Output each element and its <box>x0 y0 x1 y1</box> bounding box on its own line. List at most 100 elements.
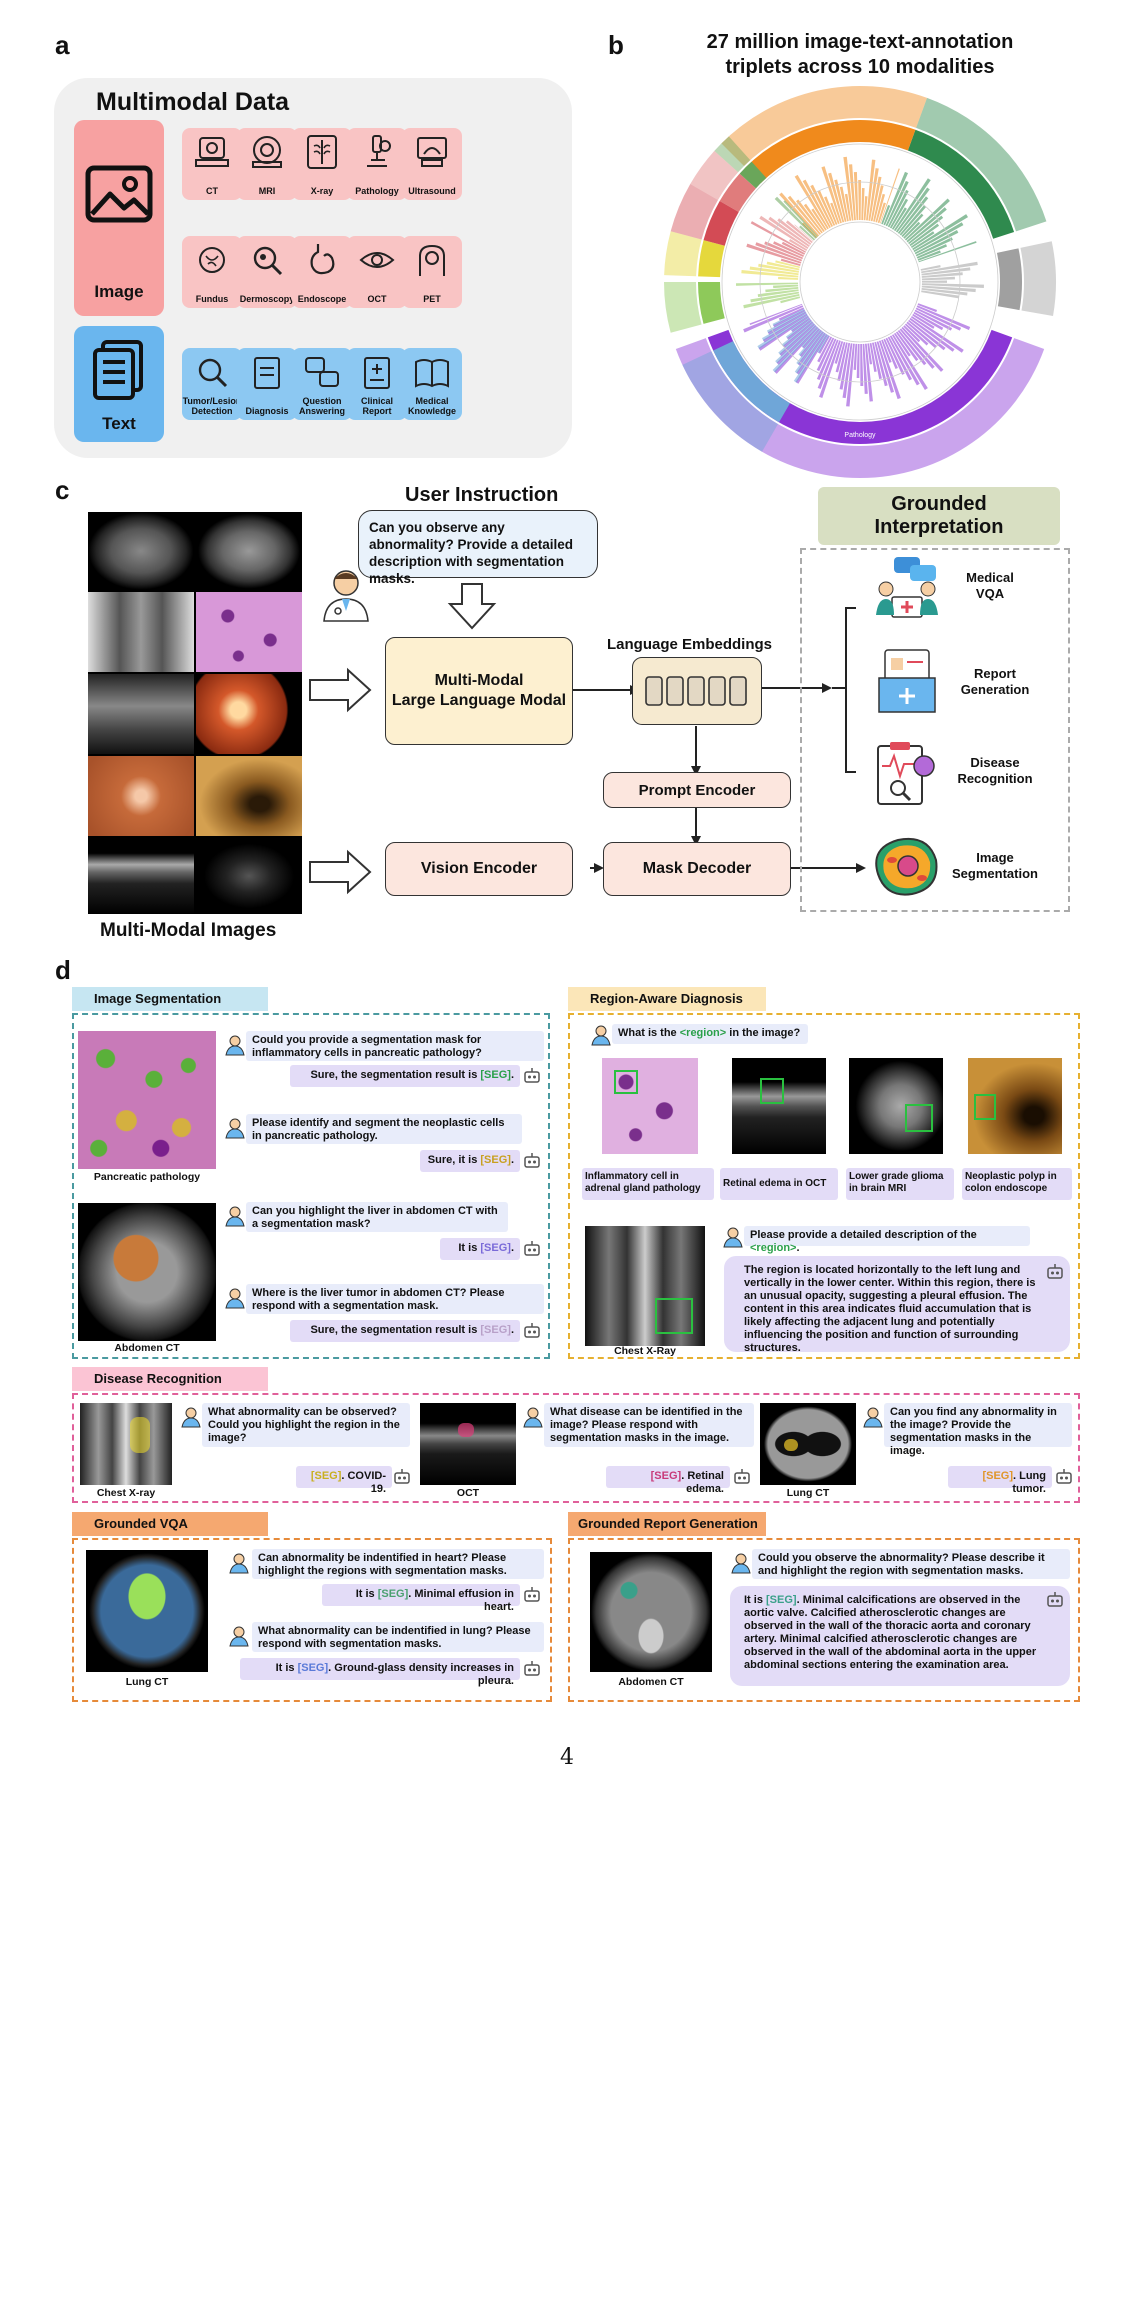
robot-icon <box>524 1661 540 1676</box>
sunburst-bar <box>749 303 803 326</box>
region-box <box>905 1104 933 1132</box>
sunburst-bar <box>762 313 808 343</box>
sunburst-sector-x-ray <box>682 308 829 452</box>
disease-recognition-section-label: Disease Recognition <box>72 1367 268 1391</box>
sunburst-bar <box>755 242 803 262</box>
grounded-report-abdomen-ct-image <box>590 1552 712 1672</box>
seg-token: [SEG] <box>480 1069 511 1081</box>
sunburst-bar <box>776 325 817 365</box>
sunburst-bar <box>835 341 846 373</box>
sunburst-bar <box>874 341 888 387</box>
sunburst-bar <box>906 321 937 349</box>
panel-label-d: d <box>55 955 71 985</box>
sunburst-bar <box>901 213 924 238</box>
xray-tile: X-ray <box>292 128 352 200</box>
grounded-outputs-frame <box>800 548 1070 912</box>
dermoscopy-tile: Dermoscopy <box>237 236 297 308</box>
ultrasound-monitor-icon <box>417 137 447 167</box>
sunburst-bar <box>778 322 815 355</box>
sunburst-bar <box>864 343 873 402</box>
sunburst-bar <box>816 337 835 372</box>
segmentation-mask <box>130 1417 150 1453</box>
tile-label: OCT <box>367 294 387 304</box>
region-aware-frame <box>568 1013 1080 1359</box>
sunburst-bar <box>775 260 800 269</box>
sunburst-bar <box>887 189 909 228</box>
grounded-report-section-label: Grounded Report Generation <box>568 1512 766 1536</box>
diagnosis-tile: Diagnosis <box>237 348 297 420</box>
sunburst-inner-ring <box>739 161 767 189</box>
sunburst-bar <box>881 204 891 225</box>
sunburst-bar <box>766 310 806 334</box>
image-segmentation-section-label: Image Segmentation <box>72 987 268 1011</box>
image-segmentation-icon <box>875 838 938 896</box>
robot-icon <box>1047 1592 1063 1607</box>
sunburst-bar <box>772 308 805 327</box>
sunburst-bar <box>891 207 907 230</box>
sunburst-bar <box>764 241 804 260</box>
output-label-line: Generation <box>960 682 1030 697</box>
tile-label: MRI <box>258 186 276 196</box>
region-answer-2: The region is located horizontally to th… <box>724 1256 1070 1354</box>
region-question-1: What is the <region> in the image? <box>612 1024 808 1044</box>
pet-thumbnail <box>196 838 302 914</box>
sunburst-bar <box>796 199 823 234</box>
oct-region-image <box>732 1058 826 1154</box>
sunburst-bar <box>914 230 959 255</box>
region-tag-mri: Lower grade glioma in brain MRI <box>846 1168 954 1200</box>
grounded-vqa-lung-ct-image <box>86 1550 208 1672</box>
answer-text: . Ground-glass density increases in pleu… <box>328 1662 514 1687</box>
user-avatar-icon <box>229 1553 249 1574</box>
report-answer-1: It is [SEG]. Minimal calcifications are … <box>730 1586 1070 1686</box>
sunburst-bar <box>790 316 810 332</box>
image-category-card: Image <box>74 120 164 316</box>
sunburst-bar <box>906 207 947 243</box>
sunburst-bar <box>797 331 824 366</box>
sunburst-bar <box>759 215 809 249</box>
sunburst-bar <box>834 179 847 222</box>
medical-vqa-icon <box>876 557 938 618</box>
endoscope-tile: Endoscope <box>292 236 352 308</box>
sunburst-bar <box>916 305 971 331</box>
robot-icon <box>394 1469 410 1484</box>
grounded-line2: Interpretation <box>874 516 1004 538</box>
output-label-line: VQA <box>975 586 1005 601</box>
report-icon <box>364 357 390 389</box>
sunburst-bar <box>783 200 819 238</box>
tile-label: Medical Knowledge <box>407 396 456 416</box>
question-text: in the image? <box>726 1027 801 1039</box>
sunburst-bar <box>897 196 929 234</box>
brain-mri-region-image <box>849 1058 943 1154</box>
answer-text: . <box>510 1242 514 1254</box>
panel-label-c: c <box>55 475 70 505</box>
question-text: Please provide a detailed description of… <box>750 1229 977 1241</box>
disease-lung-ct-caption: Lung CT <box>786 1487 830 1499</box>
sunburst-bar <box>870 176 882 222</box>
sunburst-bar <box>799 225 816 241</box>
sunburst-bar <box>920 264 941 271</box>
tile-label: X-ray <box>310 186 334 196</box>
fundus-tile: Fundus <box>182 236 242 308</box>
ultrasound-tile: Ultrasound <box>402 128 462 200</box>
seg-token: [SEG] <box>297 1662 329 1674</box>
sunburst-bar <box>878 340 901 400</box>
sunburst-bar <box>887 336 912 381</box>
disease-oct-caption: OCT <box>456 1487 480 1499</box>
sunburst-bar <box>844 193 852 221</box>
sunburst-bar <box>775 324 816 364</box>
sunburst-bar <box>875 193 886 223</box>
sunburst-bar <box>837 342 848 382</box>
sunburst-bar <box>785 318 812 339</box>
sunburst-bar <box>746 243 802 264</box>
text-category-card: Text <box>74 326 164 442</box>
abdomen-ct-image <box>78 1203 216 1341</box>
seg-token: [SEG] <box>310 1470 342 1482</box>
sunburst-bar <box>743 305 804 333</box>
sunburst-bar <box>779 323 815 357</box>
sunburst-bar <box>757 289 799 298</box>
oct-tile: OCT <box>347 236 407 308</box>
robot-icon <box>524 1587 540 1602</box>
disease-chest-xray-image <box>80 1403 172 1485</box>
